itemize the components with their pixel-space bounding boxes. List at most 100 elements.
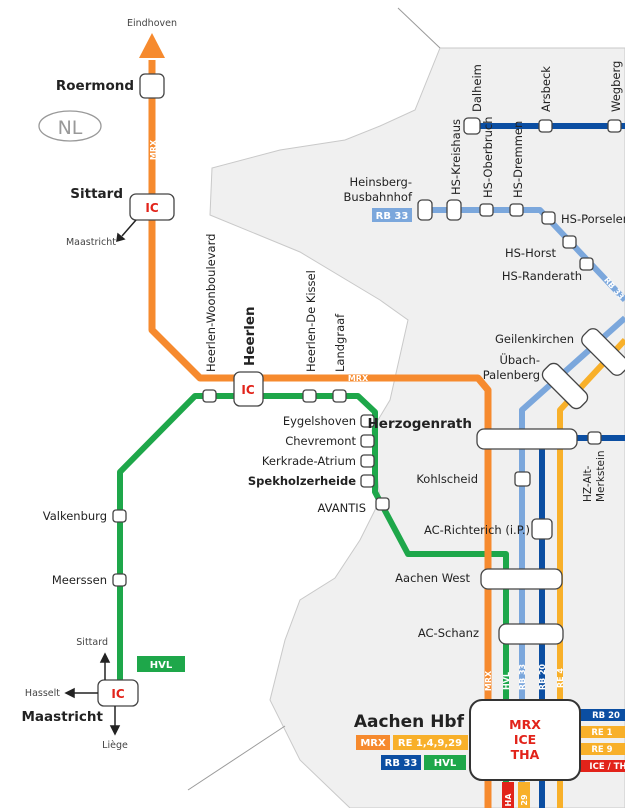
exit-re9: RE 9 [591, 745, 612, 755]
legend-hvl-bg [424, 755, 466, 770]
hub-service-mrx: MRX [509, 717, 541, 732]
eindhoven-arrow-icon [139, 33, 165, 58]
label-arsbeck: Arsbeck [539, 66, 553, 112]
b-29-tag: 29 [520, 794, 529, 806]
label-maastricht-dir: Maastricht [66, 237, 116, 248]
stop-hs-randerath[interactable] [579, 257, 594, 271]
stop-kerkrade-atrium[interactable] [360, 454, 375, 468]
label-hz-alt-merkstein-1: HZ-Alt- [582, 465, 594, 502]
label-wegberg: Wegberg [609, 61, 623, 112]
stop-wegberg[interactable] [607, 119, 622, 133]
v-rb33-tag: RB 33 [518, 664, 527, 690]
stop-ac-richterich[interactable] [531, 518, 553, 540]
multi-stops [476, 326, 625, 645]
stop-herzogenrath[interactable] [476, 428, 578, 450]
stop-hz-alt-merkstein[interactable] [587, 431, 602, 445]
label-hs-randerath: HS-Randerath [502, 269, 582, 283]
exit-rb20-bar [578, 709, 625, 721]
label-maastricht: Maastricht [22, 709, 104, 725]
exit-re1-bar [578, 726, 625, 738]
stop-landgraaf[interactable] [332, 389, 347, 403]
country-badge-shape [38, 110, 102, 142]
stop-avantis[interactable] [375, 497, 390, 511]
label-valkenburg: Valkenburg [43, 509, 107, 523]
stop-hs-oberbruch[interactable] [479, 203, 494, 217]
label-aachen-hbf: Aachen Hbf [354, 712, 465, 732]
station-sittard-box[interactable] [129, 193, 175, 221]
label-spekholzerheide: Spekholzerheide [248, 474, 356, 488]
v-rb20-tag: RB 20 [538, 663, 547, 690]
stop-eygelshoven[interactable] [360, 414, 375, 428]
label-uebach-1: Übach- [499, 351, 540, 367]
exit-ice: ICE / TH [589, 762, 625, 772]
mrx-main-tag: MRX [149, 139, 158, 160]
label-herzogenrath: Herzogenrath [367, 416, 472, 432]
v-mrx-tag: MRX [484, 670, 493, 691]
stop-heerlen-woonboulevard[interactable] [202, 389, 217, 403]
label-eygelshoven: Eygelshoven [283, 414, 356, 428]
label-hs-oberbruch: HS-Oberbruch [481, 117, 495, 199]
label-aachen-west: Aachen West [395, 571, 470, 585]
station-heerlen-box[interactable] [233, 371, 264, 407]
border-line-south [187, 725, 286, 791]
stop-aachen-west[interactable] [480, 568, 563, 590]
label-roermond: Roermond [56, 78, 134, 94]
stop-kohlscheid[interactable] [514, 471, 531, 487]
stop-heinsberg[interactable] [417, 199, 433, 221]
label-ac-schanz: AC-Schanz [418, 626, 479, 640]
label-hs-kreishaus: HS-Kreishaus [449, 119, 463, 195]
exit-rb20: RB 20 [592, 711, 620, 721]
label-sittard-dir: Sittard [76, 637, 108, 648]
label-heinsberg-2: Busbahnhof [344, 190, 413, 204]
stop-hs-kreishaus[interactable] [446, 199, 462, 221]
label-dalheim: Dalheim [470, 64, 484, 112]
rb33-heinsberg-tag-bg [372, 208, 412, 222]
v-hvl-tag: HVL [502, 672, 511, 690]
stop-dalheim[interactable] [463, 117, 481, 135]
stop-spekholzerheide[interactable] [360, 474, 375, 488]
exit-bottom-29-bar [518, 782, 530, 808]
label-uebach-2: Palenberg [483, 368, 540, 382]
label-landgraaf: Landgraaf [333, 313, 347, 372]
stop-heerlen-de-kissel[interactable] [302, 389, 317, 403]
stop-valkenburg[interactable] [112, 509, 127, 523]
v-re4-tag: RE 4 [556, 668, 565, 688]
stop-ac-schanz[interactable] [498, 623, 564, 645]
mrx-horizontal-tag: MRX [348, 374, 369, 383]
label-heerlen-de-kissel: Heerlen-De Kissel [304, 270, 318, 372]
legend-mrx-bg [356, 735, 390, 750]
sittard-ic-badge: IC [145, 201, 158, 215]
rb33-heinsberg-tag: RB 33 [376, 211, 409, 222]
stop-arsbeck[interactable] [538, 119, 553, 133]
heerlen-ic-badge: IC [241, 383, 254, 397]
label-heerlen-woonboulevard: Heerlen-Woonboulevard [204, 234, 218, 372]
stop-roermond[interactable] [139, 73, 165, 99]
maastricht-ic-badge: IC [111, 687, 124, 701]
hub-service-tha: THA [511, 747, 540, 762]
legend-re-bg [393, 735, 468, 750]
country-badge: NL [58, 117, 83, 139]
stop-uebach-pill[interactable] [540, 361, 591, 412]
stop-chevremont[interactable] [360, 434, 375, 448]
mrx-line [148, 60, 492, 808]
legend-hvl: HVL [434, 758, 457, 769]
stop-hs-horst[interactable] [562, 235, 577, 249]
label-heerlen: Heerlen [242, 306, 258, 366]
hvl-line [117, 393, 509, 808]
aachen-hbf-hub[interactable] [469, 699, 581, 781]
label-kerkrade-atrium: Kerkrade-Atrium [262, 454, 356, 468]
stop-meerssen[interactable] [112, 573, 127, 587]
stop-geilenkirchen-pill[interactable] [579, 326, 625, 378]
label-eindhoven: Eindhoven [127, 18, 177, 29]
label-hasselt-dir: Hasselt [25, 688, 60, 699]
legend-mrx: MRX [360, 738, 386, 749]
maastricht-direction-arrows [64, 652, 121, 736]
stop-hs-porselen[interactable] [541, 211, 556, 225]
label-meerssen: Meerssen [52, 573, 107, 587]
legend-re: RE 1,4,9,29 [398, 738, 462, 749]
stop-hs-dremmen[interactable] [509, 203, 524, 217]
label-hs-porselen: HS-Porselen [561, 212, 625, 226]
sittard-maastricht-arrow [116, 219, 137, 243]
